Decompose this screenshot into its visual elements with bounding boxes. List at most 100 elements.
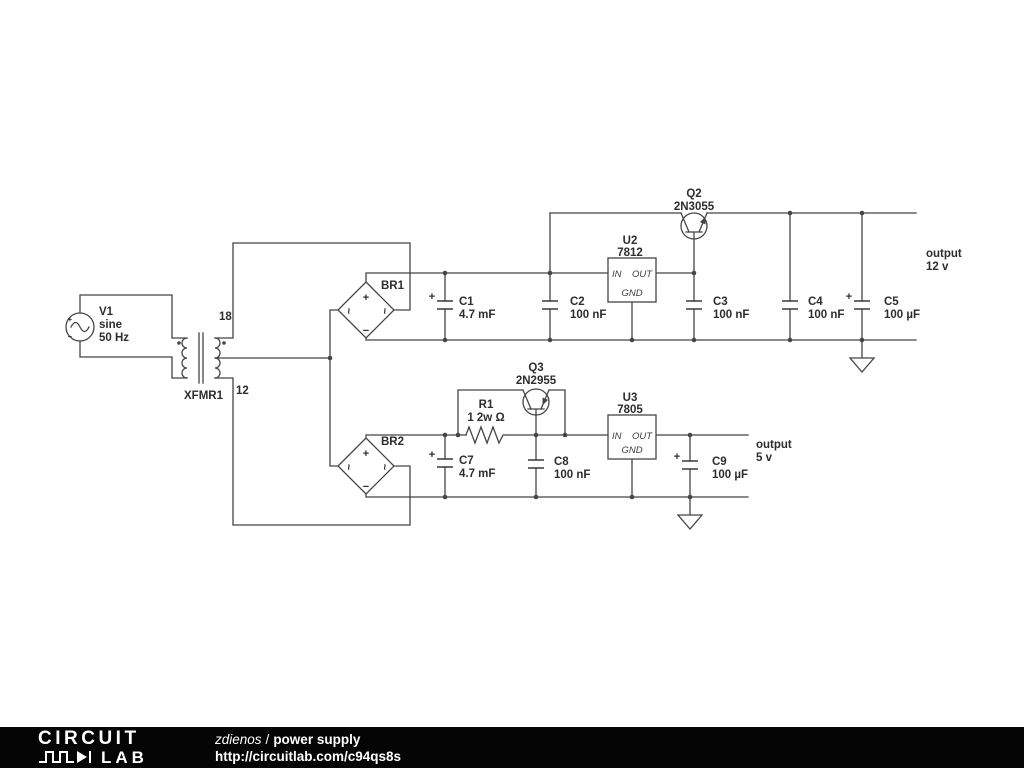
q3-emitter-arrow-icon	[542, 397, 549, 406]
v1-designator: V1	[99, 306, 114, 318]
ground-triangle-icon	[848, 357, 876, 373]
c9-plus-mark: +	[674, 451, 680, 463]
bridge-rectifier-br1: + − ~ ~ BR1	[337, 280, 405, 339]
resistor-r1: R1 1 2w Ω	[465, 399, 507, 445]
logo-lab-text: LAB	[101, 747, 148, 767]
capacitor-c7: + C7 4.7 mF	[429, 434, 495, 498]
ic-regulator-u2: IN OUT GND U2 7812	[607, 235, 657, 303]
u3-pin-out: OUT	[632, 431, 653, 442]
capacitor-c8: C8 100 nF	[528, 434, 590, 498]
capacitor-c2: C2 100 nF	[542, 212, 606, 341]
secondary-coil-icon	[214, 337, 221, 379]
br1-ac-mark: ~	[342, 308, 354, 315]
xfmr1-designator: XFMR1	[184, 390, 224, 402]
u2-body	[607, 257, 657, 303]
source-plus-mark: +	[68, 315, 73, 324]
c4-designator: C4	[808, 296, 823, 308]
r1-value: 1 2w Ω	[467, 412, 504, 424]
c7-designator: C7	[459, 455, 474, 467]
source-circle-icon	[65, 312, 95, 342]
br2-ac-mark: ~	[378, 464, 390, 471]
capacitor-c4: C4 100 nF	[782, 212, 844, 341]
v1-frequency-label: 50 Hz	[99, 332, 129, 344]
u2-pin-gnd: GND	[621, 288, 642, 299]
c7-plus-mark: +	[429, 449, 435, 461]
output12-word: output	[926, 248, 962, 260]
q2-designator: Q2	[686, 188, 701, 200]
c1-plus-mark: +	[429, 291, 435, 303]
c1-designator: C1	[459, 296, 474, 308]
u3-pin-gnd: GND	[621, 445, 642, 456]
u2-part-number: 7812	[617, 247, 643, 259]
bridge-rectifier-br2: + − ~ ~ BR2	[337, 436, 404, 495]
schematic-title: power supply	[273, 732, 361, 747]
br2-ac-mark: ~	[342, 464, 354, 471]
tap-bottom-label: 12	[236, 385, 249, 397]
transistor-q2: Q2 2N3055	[674, 188, 715, 274]
r1-designator: R1	[479, 399, 494, 411]
c1-value: 4.7 mF	[459, 309, 495, 321]
u3-pin-in: IN	[612, 431, 622, 442]
bridge-diamond-icon	[337, 437, 395, 495]
c9-value: 100 µF	[712, 469, 748, 481]
br1-plus-mark: +	[363, 292, 369, 304]
ground-triangle-icon	[676, 514, 704, 530]
junction-dots	[327, 210, 865, 500]
wire-network	[79, 212, 917, 526]
c7-value: 4.7 mF	[459, 468, 495, 480]
author-name[interactable]: zdienos	[215, 732, 262, 747]
schematic-canvas[interactable]: + − V1 sine 50 Hz XFMR1 18 12 + − ~ ~ BR…	[0, 0, 1024, 727]
capacitor-c1: + C1 4.7 mF	[429, 272, 495, 341]
transformer-xfmr1: XFMR1 18 12	[177, 311, 249, 402]
q3-designator: Q3	[528, 362, 543, 374]
v1-wave-label: sine	[99, 319, 122, 331]
c2-value: 100 nF	[570, 309, 606, 321]
c9-designator: C9	[712, 456, 727, 468]
credit-separator: /	[265, 732, 270, 747]
ic-regulator-u3: IN OUT GND U3 7805	[607, 392, 657, 460]
voltage-source-v1: + − V1 sine 50 Hz	[65, 306, 129, 344]
q2-emitter-arrow-icon	[699, 216, 706, 225]
sine-wave-icon	[70, 321, 90, 333]
transistor-q3: Q3 2N2955	[516, 362, 557, 436]
c5-plus-mark: +	[846, 291, 852, 303]
u3-body	[607, 414, 657, 460]
logo-circuit-text: CIRCUIT	[38, 728, 140, 749]
ground-symbol-top	[848, 357, 876, 373]
br1-ac-mark: ~	[378, 308, 390, 315]
schematic-url[interactable]: http://circuitlab.com/c94qs8s	[215, 749, 402, 764]
c5-designator: C5	[884, 296, 899, 308]
source-minus-mark: −	[68, 332, 73, 341]
phase-dot	[222, 341, 226, 345]
phase-dot	[177, 341, 181, 345]
output5-word: output	[756, 439, 792, 451]
c3-designator: C3	[713, 296, 728, 308]
capacitor-c9: + C9 100 µF	[674, 434, 748, 498]
q2-part-number: 2N3055	[674, 201, 715, 213]
c2-designator: C2	[570, 296, 585, 308]
bridge-diamond-icon	[337, 281, 395, 339]
c5-value: 100 µF	[884, 309, 920, 321]
u3-designator: U3	[623, 392, 638, 404]
circuitlab-logo[interactable]: CIRCUIT LAB	[38, 729, 198, 766]
br1-designator: BR1	[381, 280, 405, 292]
u2-designator: U2	[623, 235, 638, 247]
u3-part-number: 7805	[617, 404, 643, 416]
credit-line: zdienos/power supply http://circuitlab.c…	[215, 731, 401, 765]
footer-bar: CIRCUIT LAB zdienos/power supply http://…	[0, 727, 1024, 768]
capacitor-c3: C3 100 nF	[686, 272, 749, 341]
capacitor-c5: + C5 100 µF	[846, 212, 920, 341]
output5-value: 5 v	[756, 452, 773, 464]
u2-pin-out: OUT	[632, 269, 653, 280]
c8-value: 100 nF	[554, 469, 590, 481]
c4-value: 100 nF	[808, 309, 844, 321]
tap-top-label: 18	[219, 311, 232, 323]
br1-minus-mark: −	[363, 325, 369, 337]
resistor-zigzag-icon	[465, 425, 507, 445]
c3-value: 100 nF	[713, 309, 749, 321]
br2-designator: BR2	[381, 436, 404, 448]
u2-pin-in: IN	[612, 269, 622, 280]
br2-plus-mark: +	[363, 448, 369, 460]
output-label-12v: output 12 v	[926, 248, 962, 273]
